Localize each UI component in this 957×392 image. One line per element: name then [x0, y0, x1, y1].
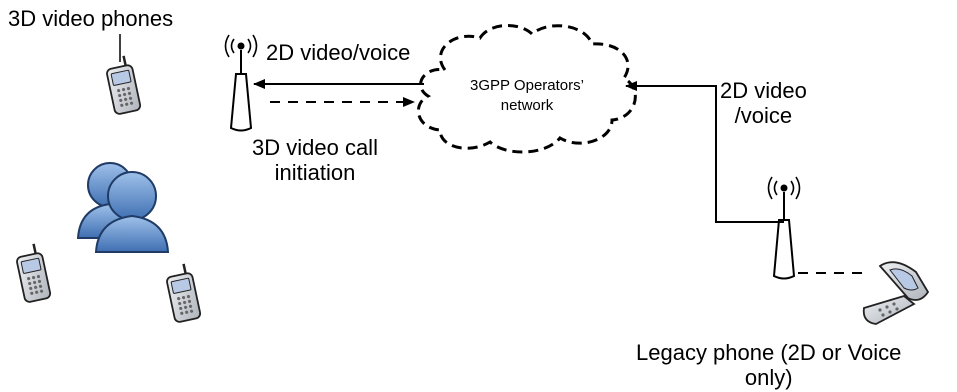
arrow-right-station-to-cloud — [625, 81, 784, 223]
call-initiation-line2: initiation — [274, 160, 356, 186]
legacy-phone-line1: Legacy phone (2D or Voice — [636, 340, 902, 365]
call-initiation-label: 3D video call initiation — [252, 135, 378, 186]
mobile-phone-icon-top — [106, 55, 142, 115]
user-group-icon — [76, 162, 170, 253]
cloud-label-line1: 3GPP Operators’ — [470, 77, 584, 94]
video-voice-right-line1: 2D video — [720, 78, 807, 103]
base-station-icon-left — [224, 34, 258, 132]
mobile-phone-icon-bottom-left — [16, 243, 52, 303]
legacy-phone-label: Legacy phone (2D or Voice only) — [636, 340, 901, 391]
video-voice-right-label: 2D video /voice — [720, 78, 807, 129]
legacy-phone-line2: only) — [744, 365, 793, 391]
video-voice-right-line2: /voice — [734, 103, 793, 129]
cloud-label: 3GPP Operators’ network — [432, 76, 622, 117]
base-station-icon-right — [767, 176, 801, 280]
mobile-phone-icon-bottom-right — [166, 263, 202, 323]
video-phones-label: 3D video phones — [8, 6, 174, 31]
call-initiation-line1: 3D video call — [252, 135, 378, 160]
cloud-label-line2: network — [500, 97, 554, 115]
flip-phone-icon — [862, 261, 930, 325]
video-voice-left-label: 2D video/voice — [266, 40, 411, 65]
cloud-icon — [417, 23, 637, 154]
